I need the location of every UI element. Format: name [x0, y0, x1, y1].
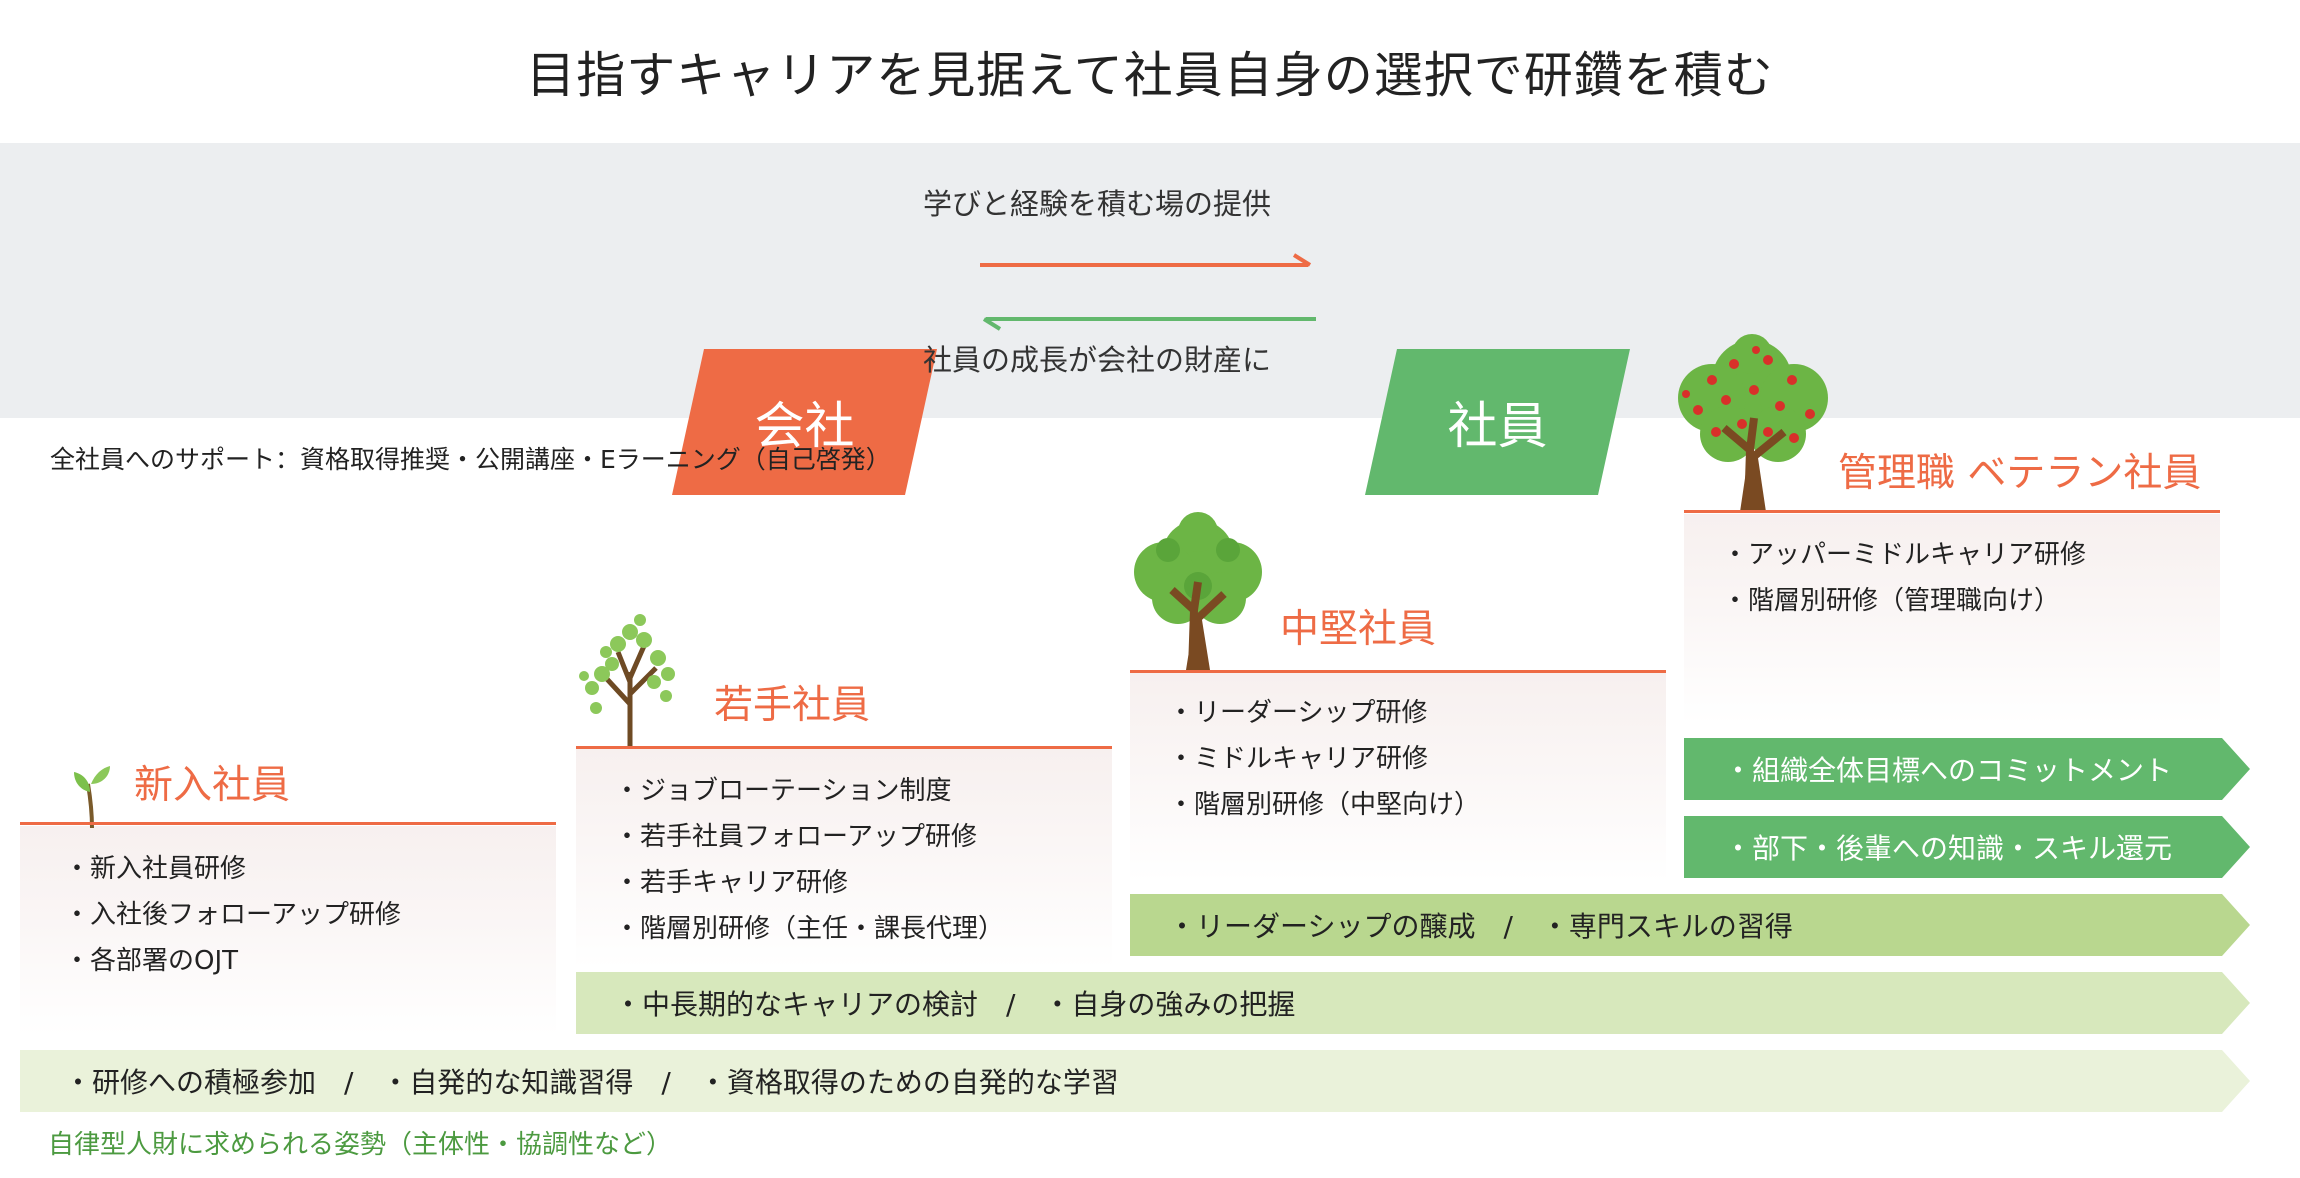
list-item: ・新入社員研修 [64, 854, 247, 884]
stage-divider [1684, 510, 2220, 513]
stage-title-mid: 中堅社員 [1280, 607, 1437, 652]
company-label: 会社 [754, 397, 855, 455]
tree-icon [1134, 512, 1262, 670]
list-item: ・階層別研修（主任・課長代理） [614, 914, 1005, 944]
list-item: ・アッパーミドルキャリア研修 [1722, 540, 2087, 570]
stage-box-mid [1130, 672, 1666, 882]
stage-title-young: 若手社員 [714, 683, 871, 728]
bar-label: ・研修への積極参加 / ・自発的な知識習得 / ・資格取得のための自発的な学習 [64, 1066, 1119, 1099]
list-item: ・若手社員フォローアップ研修 [614, 822, 977, 852]
top-arrow-label: 学びと経験を積む場の提供 [922, 187, 1271, 221]
bar-active-participation: ・研修への積極参加 / ・自発的な知識習得 / ・資格取得のための自発的な学習 [20, 1050, 2250, 1112]
bar-label: ・中長期的なキャリアの検討 / ・自身の強みの把握 [614, 988, 1296, 1021]
relationship-band: 会社 学びと経験を積む場の提供 社員の成長が会社の財産に 社員 [0, 143, 2300, 418]
bar-leadership: ・リーダーシップの醸成 / ・専門スキルの習得 [1130, 894, 2250, 956]
stage-divider [20, 822, 556, 825]
employee-label: 社員 [1447, 397, 1548, 455]
bar-label: ・部下・後輩への知識・スキル還元 [1724, 832, 2173, 865]
bar-label: ・リーダーシップの醸成 / ・専門スキルの習得 [1168, 910, 1793, 943]
fruit-tree-icon [1678, 334, 1828, 512]
stage-title-manager: 管理職 ベテラン社員 [1838, 451, 2202, 496]
page-title: 目指すキャリアを見据えて社員自身の選択で研鑽を積む [526, 47, 1774, 104]
bottom-arrow-label: 社員の成長が会社の財産に [922, 343, 1271, 377]
company-box: 会社 [672, 349, 937, 495]
stage-items-mid: ・リーダーシップ研修 ・ミドルキャリア研修 ・階層別研修（中堅向け） [1168, 690, 1480, 828]
list-item: ・入社後フォローアップ研修 [64, 900, 401, 930]
list-item: ・階層別研修（中堅向け） [1168, 790, 1481, 820]
stage-box-new-hire [20, 826, 556, 1036]
employee-box: 社員 [1365, 349, 1630, 495]
stage-title-new-hire: 新入社員 [134, 763, 291, 808]
bar-knowledge-return: ・部下・後輩への知識・スキル還元 [1684, 816, 2250, 878]
stage-items-manager: ・アッパーミドルキャリア研修 ・階層別研修（管理職向け） [1722, 532, 2086, 624]
support-note: 全社員へのサポート：資格取得推奨・公開講座・Eラーニング（自己啓発） [50, 445, 891, 474]
sprout-icon [74, 766, 110, 828]
list-item: ・ジョブローテーション制度 [614, 776, 952, 806]
left-arrow-icon [982, 317, 1316, 331]
right-arrow-icon [980, 253, 1312, 267]
stage-box-young [576, 748, 1112, 968]
bar-commitment: ・組織全体目標へのコミットメント [1684, 738, 2250, 800]
stage-divider [1130, 670, 1666, 673]
exchange-arrows [980, 253, 1316, 331]
stage-items-new-hire: ・新入社員研修 ・入社後フォローアップ研修 ・各部署のOJT [64, 846, 401, 984]
list-item: ・ミドルキャリア研修 [1168, 744, 1429, 774]
footer-note: 自律型人財に求められる姿勢（主体性・協調性など） [48, 1130, 673, 1160]
list-item: ・若手キャリア研修 [614, 868, 849, 898]
list-item: ・リーダーシップ研修 [1168, 698, 1428, 728]
bar-career-review: ・中長期的なキャリアの検討 / ・自身の強みの把握 [576, 972, 2250, 1034]
bar-label: ・組織全体目標へのコミットメント [1724, 754, 2173, 787]
list-item: ・各部署のOJT [64, 946, 239, 976]
stage-box-manager [1684, 514, 2220, 724]
list-item: ・階層別研修（管理職向け） [1722, 586, 2061, 616]
stage-items-young: ・ジョブローテーション制度 ・若手社員フォローアップ研修 ・若手キャリア研修 ・… [614, 768, 1004, 952]
young-tree-icon [579, 614, 675, 748]
stage-divider [576, 746, 1112, 749]
